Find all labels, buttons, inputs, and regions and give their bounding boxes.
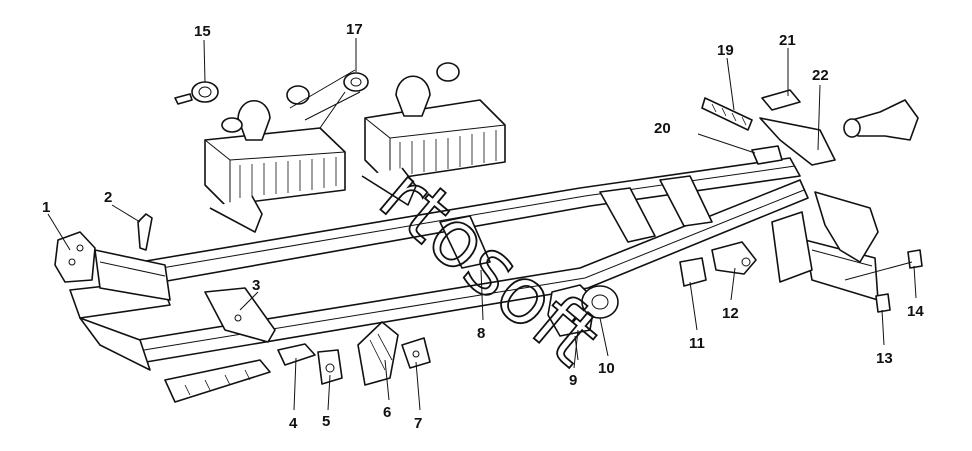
towing-hook [843,99,919,141]
bracket-1 [54,231,96,283]
fuel-tank-right [361,75,506,206]
callout-8: 8 [477,325,485,342]
bracket-21 [761,89,801,111]
bracket-front-arm [164,359,271,403]
part-14 [907,249,923,269]
callout-12: 12 [722,305,739,322]
bracket-5 [317,349,343,385]
rear-bracket-large [771,191,879,283]
part-13 [875,293,891,313]
fuel-tank-left [204,100,346,233]
callout-22: 22 [812,67,829,84]
callout-13: 13 [876,350,893,367]
callout-17: 17 [346,21,363,38]
bracket-6 [357,321,399,386]
callout-2: 2 [104,189,112,206]
bracket-12 [711,241,757,275]
bracket-22 [759,117,836,166]
pin-2 [137,213,153,251]
callout-6: 6 [383,404,391,421]
chassis-frame [69,157,879,371]
bracket-11 [679,257,707,287]
callout-15: 15 [194,23,211,40]
callout-21: 21 [779,32,796,49]
spring-hanger-9-10 [547,284,619,361]
callout-20: 20 [654,120,671,137]
callout-10: 10 [598,360,615,377]
leader-lines [47,38,917,411]
callout-19: 19 [717,42,734,59]
plate-19 [701,97,753,131]
callout-5: 5 [322,413,330,430]
tank-cap-group [174,62,460,129]
callout-3: 3 [252,277,260,294]
callout-7: 7 [414,415,422,432]
callout-1: 1 [42,199,50,216]
bracket-7 [401,337,431,369]
callout-labels: 1 2 3 4 5 6 7 8 9 10 11 12 13 14 15 17 1… [42,21,924,432]
watermark-text: rtosoft [363,151,617,384]
callout-11: 11 [689,335,705,352]
callout-14: 14 [907,303,924,320]
bracket-3 [204,287,276,343]
watermark: rtosoft [362,150,617,385]
plate-20 [751,145,783,165]
callout-4: 4 [289,415,298,432]
bracket-4 [277,343,316,366]
callout-9: 9 [569,372,577,389]
